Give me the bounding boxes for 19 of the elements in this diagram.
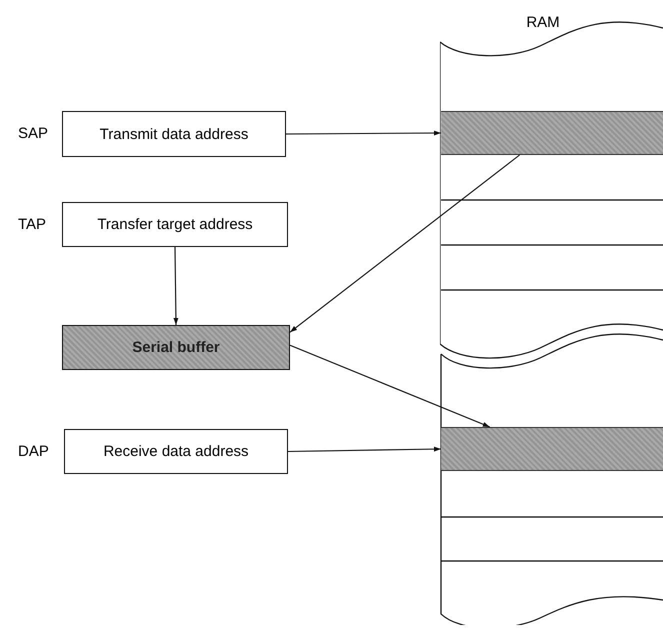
arrow	[290, 344, 490, 428]
register-name: TAP	[18, 216, 46, 232]
register-box	[62, 202, 288, 247]
box-label: Transmit data address	[100, 126, 248, 142]
arrow	[286, 130, 441, 136]
box-label: Receive data address	[103, 443, 249, 460]
buffer-box	[62, 325, 290, 370]
memory-heading: RAM	[525, 14, 561, 31]
register-box	[62, 111, 286, 157]
register-name: DAP	[18, 442, 49, 460]
arrow	[288, 446, 441, 452]
memory-slot	[441, 111, 663, 155]
box-label: Serial buffer	[132, 339, 220, 356]
memory-slot	[441, 427, 663, 471]
arrow	[290, 154, 520, 333]
box-label: Transfer target address	[97, 216, 253, 233]
register-name: SAP	[18, 125, 48, 142]
arrow	[173, 247, 178, 325]
register-box	[64, 429, 288, 474]
